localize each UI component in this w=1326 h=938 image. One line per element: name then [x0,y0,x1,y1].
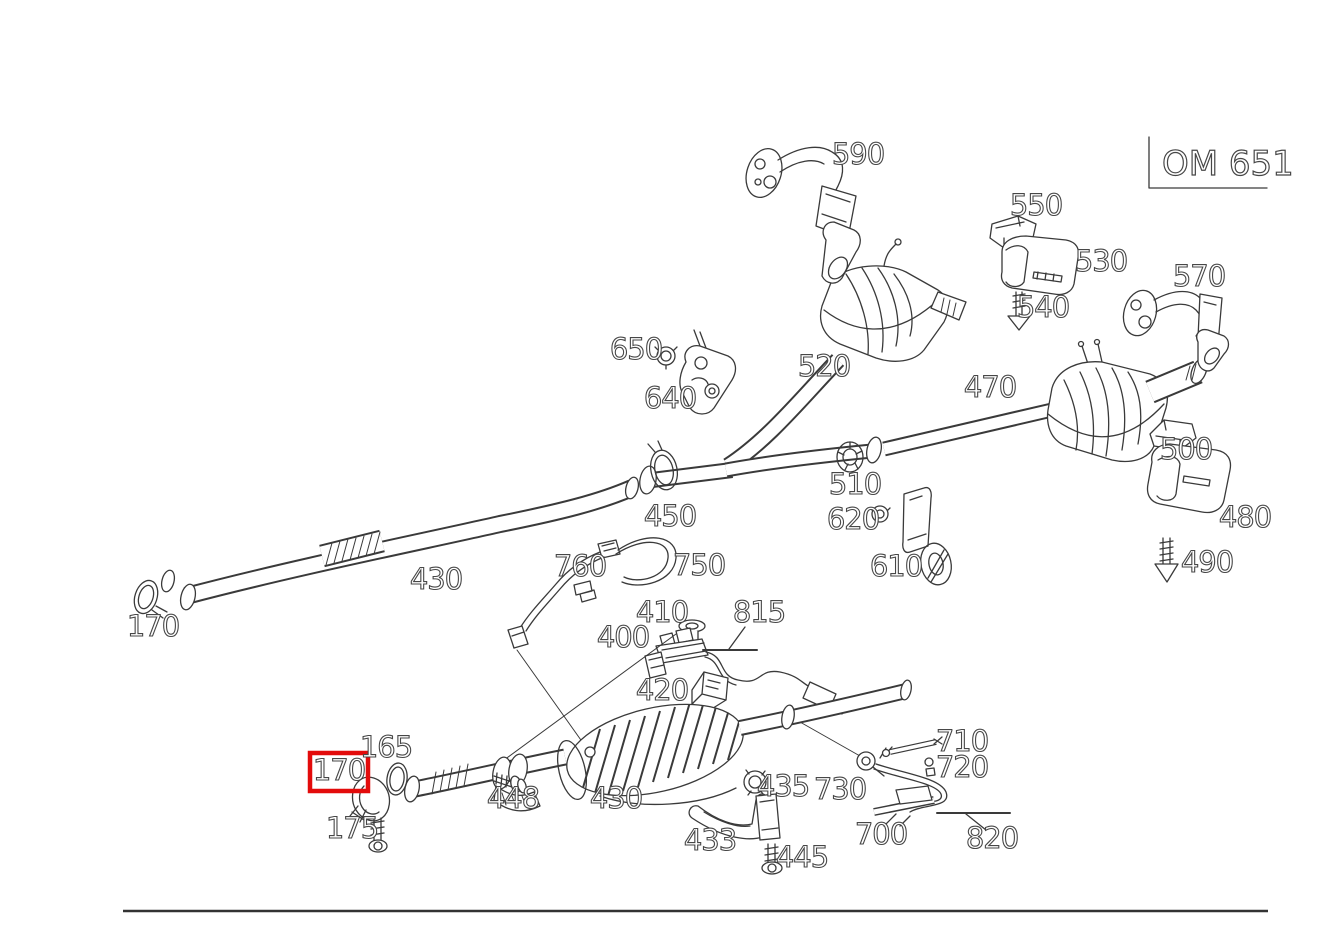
part-label-760[interactable]: 760 [553,548,607,583]
part-label-480[interactable]: 480 [1218,499,1272,534]
clamp-170-left-drawing [133,569,176,619]
catalyst-fins [577,688,751,806]
highlight-box[interactable] [307,750,371,794]
part-label-710[interactable]: 710 [935,723,989,758]
part-label-470[interactable]: 470 [963,369,1017,404]
part-label-410[interactable]: 410 [635,594,689,629]
nut-620-drawing [869,505,891,523]
artwork [133,146,1232,875]
rod-710-drawing [879,736,943,777]
part-label-430[interactable]: 430 [589,780,643,815]
part-label-720[interactable]: 720 [935,749,989,784]
part-label-610[interactable]: 610 [869,548,923,583]
part-label-490[interactable]: 490 [1180,544,1234,579]
part-label-170[interactable]: 170 [126,608,180,643]
part-label-433[interactable]: 433 [683,822,737,857]
hanger-590-drawing [745,146,861,284]
part-label-530[interactable]: 530 [1074,243,1128,278]
run-pipe-drawing [882,402,1054,457]
muffler-520-drawing [819,238,967,362]
part-label-620[interactable]: 620 [826,501,880,536]
part-label-520[interactable]: 520 [797,348,851,383]
muffler-470-drawing [1046,338,1208,463]
part-label-510[interactable]: 510 [828,466,882,501]
hanger-570-drawing [1122,289,1230,372]
part-label-500[interactable]: 500 [1159,431,1213,466]
y-pipe-drawing [639,354,883,495]
bracket-610-drawing [902,486,952,586]
part-label-400[interactable]: 400 [596,619,650,654]
inlet-corrugation [431,763,469,795]
sensor-730-drawing [856,751,948,827]
tip-480-drawing [1146,419,1232,583]
catalyst-assembly-drawing [403,679,912,812]
part-label-700[interactable]: 700 [854,816,908,851]
part-label-730[interactable]: 730 [813,771,867,806]
clamp-510-drawing [836,441,864,473]
joint-parts-drawing [349,762,527,853]
part-label-170[interactable]: 170 [312,752,366,787]
flex-braid [325,531,381,566]
part-label-448[interactable]: 448 [486,780,540,815]
part-label-750[interactable]: 750 [672,547,726,582]
part-label-815[interactable]: 815 [732,594,786,629]
bracket-433-drawing [688,769,783,875]
part-label-820[interactable]: 820 [965,820,1019,855]
part-label-420[interactable]: 420 [635,672,689,707]
part-label-640[interactable]: 640 [643,380,697,415]
part-label-430[interactable]: 430 [409,561,463,596]
part-label-165[interactable]: 165 [359,729,413,764]
part-label-650[interactable]: 650 [609,331,663,366]
harness-750-drawing [507,537,677,649]
part-label-445[interactable]: 445 [775,839,829,874]
engine-code-label: OM 651 [1162,144,1294,184]
part-label-540[interactable]: 540 [1016,289,1070,324]
wire-820-drawing [936,812,1011,831]
part-label-570[interactable]: 570 [1172,258,1226,293]
bracket-640-drawing [654,329,737,415]
engine-code-box [1148,136,1268,189]
part-label-590[interactable]: 590 [831,136,885,171]
clamp-450-drawing [647,440,679,491]
part-label-550[interactable]: 550 [1009,187,1063,222]
part-label-435[interactable]: 435 [756,768,810,803]
leader-lines [503,633,861,761]
wire-815-drawing [702,626,758,651]
front-pipe-drawing [179,476,640,611]
tip-530-drawing [989,215,1080,331]
part-label-450[interactable]: 450 [643,498,697,533]
part-label-175[interactable]: 175 [325,810,379,845]
